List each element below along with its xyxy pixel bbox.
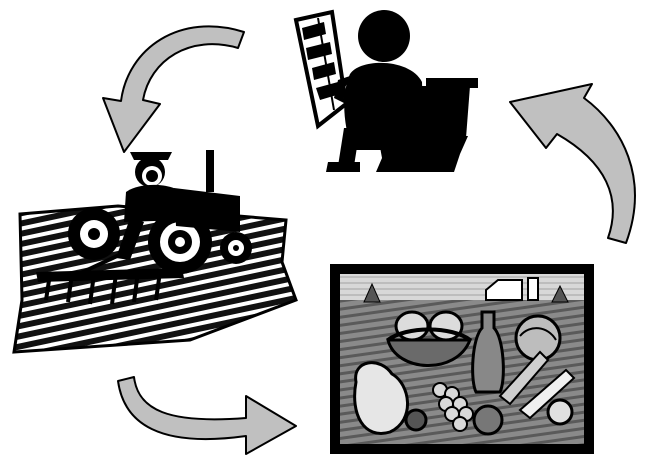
curved-arrow-icon (510, 84, 635, 243)
curved-arrow-icon (103, 26, 244, 152)
harvest-food-still-life-icon (330, 264, 594, 454)
curved-arrow-icon (118, 377, 296, 454)
farmer-on-tractor-plowing-field-icon (14, 150, 296, 352)
person-on-toilet-reading-newspaper-icon (296, 10, 478, 172)
